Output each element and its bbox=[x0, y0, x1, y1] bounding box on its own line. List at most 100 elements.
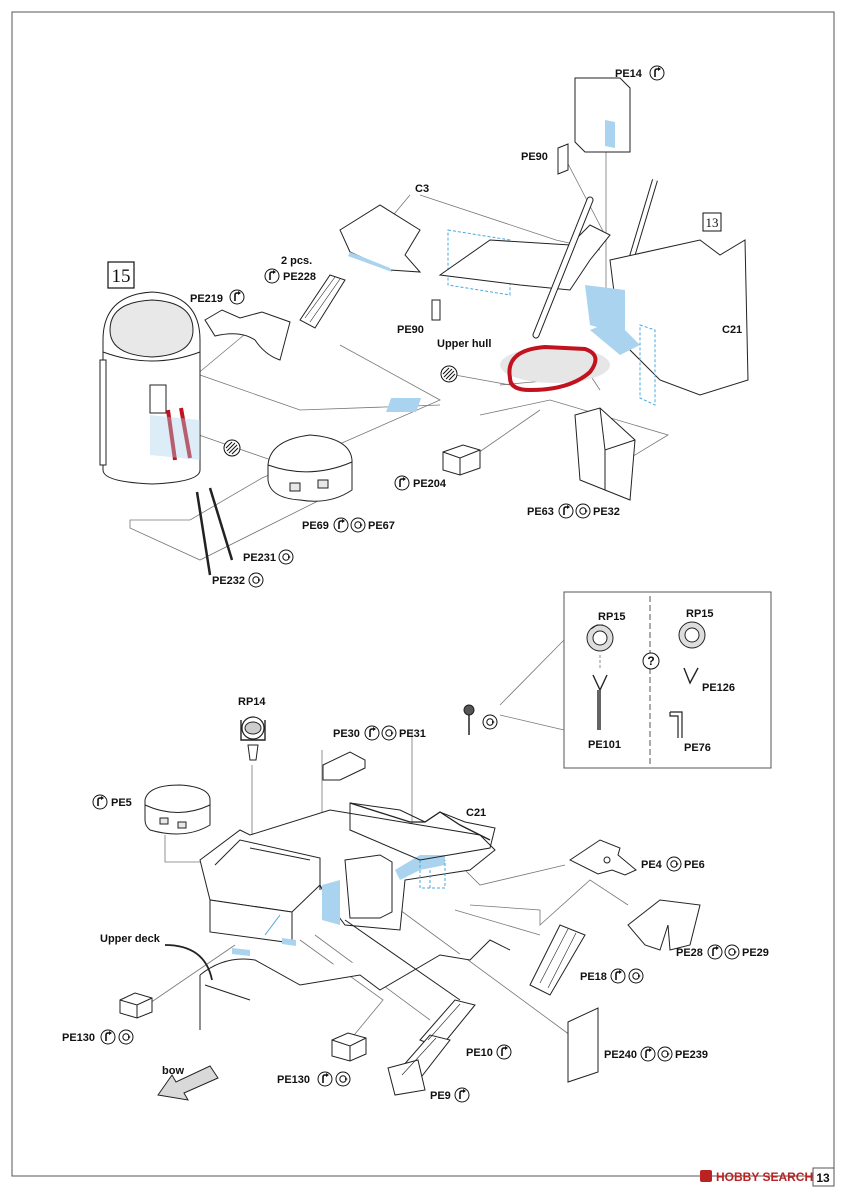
label-rp15-b: RP15 bbox=[686, 608, 714, 620]
bend-icon bbox=[707, 944, 723, 960]
label-pe219: PE219 bbox=[190, 293, 223, 305]
fold-icon bbox=[628, 968, 644, 984]
fold-icon bbox=[118, 1029, 134, 1045]
label-c21-top: C21 bbox=[722, 324, 742, 336]
label-pe231: PE231 bbox=[243, 552, 276, 564]
label-pe32: PE32 bbox=[593, 506, 620, 518]
step-15-box: 15 bbox=[107, 261, 135, 289]
upper-hull-plate bbox=[438, 224, 611, 296]
label-pe204: PE204 bbox=[413, 478, 447, 490]
pe204-part bbox=[442, 444, 481, 476]
label-pe67: PE67 bbox=[368, 520, 395, 532]
bow-arrow bbox=[157, 1065, 219, 1101]
pe28-part bbox=[627, 899, 701, 951]
oval-mount bbox=[386, 344, 610, 412]
label-pe228: PE228 bbox=[283, 271, 316, 283]
label-upper-deck: Upper deck bbox=[100, 933, 161, 945]
fold-icon bbox=[278, 549, 294, 565]
bend-icon bbox=[394, 475, 410, 491]
label-rp14: RP14 bbox=[238, 696, 266, 708]
label-pe126: PE126 bbox=[702, 682, 735, 694]
fold-icon bbox=[575, 503, 591, 519]
label-pe130-b: PE130 bbox=[277, 1074, 310, 1086]
pe90-top-part bbox=[557, 143, 569, 175]
label-c3: C3 bbox=[415, 183, 429, 195]
label-pe9: PE9 bbox=[430, 1090, 451, 1102]
c3-part bbox=[339, 204, 422, 273]
watermark: HOBBY SEARCH bbox=[700, 1170, 813, 1184]
label-pe90-mid: PE90 bbox=[397, 324, 424, 336]
label-bow: bow bbox=[162, 1065, 184, 1077]
bend-icon bbox=[100, 1029, 116, 1045]
label-pe63: PE63 bbox=[527, 506, 554, 518]
bend-icon bbox=[364, 725, 380, 741]
bend-icon bbox=[333, 517, 349, 533]
hatched-disc-icon bbox=[223, 439, 241, 457]
pe10-pe9-ladders bbox=[387, 999, 476, 1096]
fold-icon bbox=[335, 1071, 351, 1087]
pe231-pe232-ladders bbox=[195, 487, 234, 576]
rp14-searchlight bbox=[240, 716, 266, 761]
upper-deck-arc bbox=[164, 944, 213, 981]
pe130-box-a bbox=[119, 992, 153, 1019]
hatched-disc-icon bbox=[440, 365, 458, 383]
label-upper-hull: Upper hull bbox=[437, 338, 491, 350]
bridge-superstructure bbox=[199, 809, 496, 956]
bend-icon bbox=[496, 1044, 512, 1060]
label-two-pcs: 2 pcs. bbox=[281, 255, 312, 267]
label-pe4: PE4 bbox=[641, 859, 663, 871]
fold-icon bbox=[666, 856, 682, 872]
label-pe18: PE18 bbox=[580, 971, 607, 983]
label-pe31: PE31 bbox=[399, 728, 426, 740]
pe228-ladder bbox=[299, 274, 346, 329]
lower-deck-edge bbox=[199, 919, 511, 1030]
label-pe76: PE76 bbox=[684, 742, 711, 754]
label-pe239: PE239 bbox=[675, 1049, 708, 1061]
pe14-part bbox=[574, 77, 631, 153]
watermark-text: HOBBY SEARCH bbox=[716, 1170, 813, 1184]
label-pe69: PE69 bbox=[302, 520, 329, 532]
bend-icon bbox=[640, 1046, 656, 1062]
pe69-part bbox=[267, 434, 353, 502]
label-question: ? bbox=[647, 654, 654, 668]
page-number-box: 13 bbox=[812, 1167, 835, 1187]
label-pe240: PE240 bbox=[604, 1049, 637, 1061]
label-pe30: PE30 bbox=[333, 728, 360, 740]
bend-icon bbox=[229, 289, 245, 305]
pe240-part bbox=[567, 1007, 599, 1083]
label-pe232: PE232 bbox=[212, 575, 245, 587]
pe18-ladder bbox=[529, 924, 586, 996]
step-13-ref-box: 13 bbox=[702, 212, 722, 232]
pe219-part bbox=[204, 309, 291, 361]
bend-icon bbox=[558, 503, 574, 519]
fold-icon bbox=[724, 944, 740, 960]
fold-icon bbox=[381, 725, 397, 741]
pe4-part bbox=[569, 839, 637, 876]
label-pe101: PE101 bbox=[588, 739, 621, 751]
bend-icon bbox=[610, 968, 626, 984]
pe63-part bbox=[574, 407, 636, 501]
page-number: 13 bbox=[816, 1171, 830, 1185]
pe5-part bbox=[144, 784, 211, 835]
label-pe130-a: PE130 bbox=[62, 1032, 95, 1044]
bend-icon bbox=[92, 794, 108, 810]
detail-inset: ? bbox=[499, 591, 772, 769]
fold-icon bbox=[350, 517, 366, 533]
label-pe6: PE6 bbox=[684, 859, 705, 871]
fold-icon bbox=[482, 714, 498, 730]
bend-icon bbox=[649, 65, 665, 81]
funnel-structure bbox=[99, 291, 201, 485]
label-pe90-top: PE90 bbox=[521, 151, 548, 163]
label-pe28: PE28 bbox=[676, 947, 703, 959]
step-13-ref-number: 13 bbox=[706, 215, 719, 230]
step-15-number: 15 bbox=[112, 266, 131, 287]
small-searchlight bbox=[463, 704, 475, 735]
bend-icon bbox=[317, 1071, 333, 1087]
pe30-part bbox=[322, 751, 366, 781]
page-frame bbox=[11, 11, 835, 1177]
fold-icon bbox=[657, 1046, 673, 1062]
bend-icon bbox=[264, 268, 280, 284]
c21-structure-top bbox=[585, 239, 749, 406]
label-rp15-a: RP15 bbox=[598, 611, 626, 623]
